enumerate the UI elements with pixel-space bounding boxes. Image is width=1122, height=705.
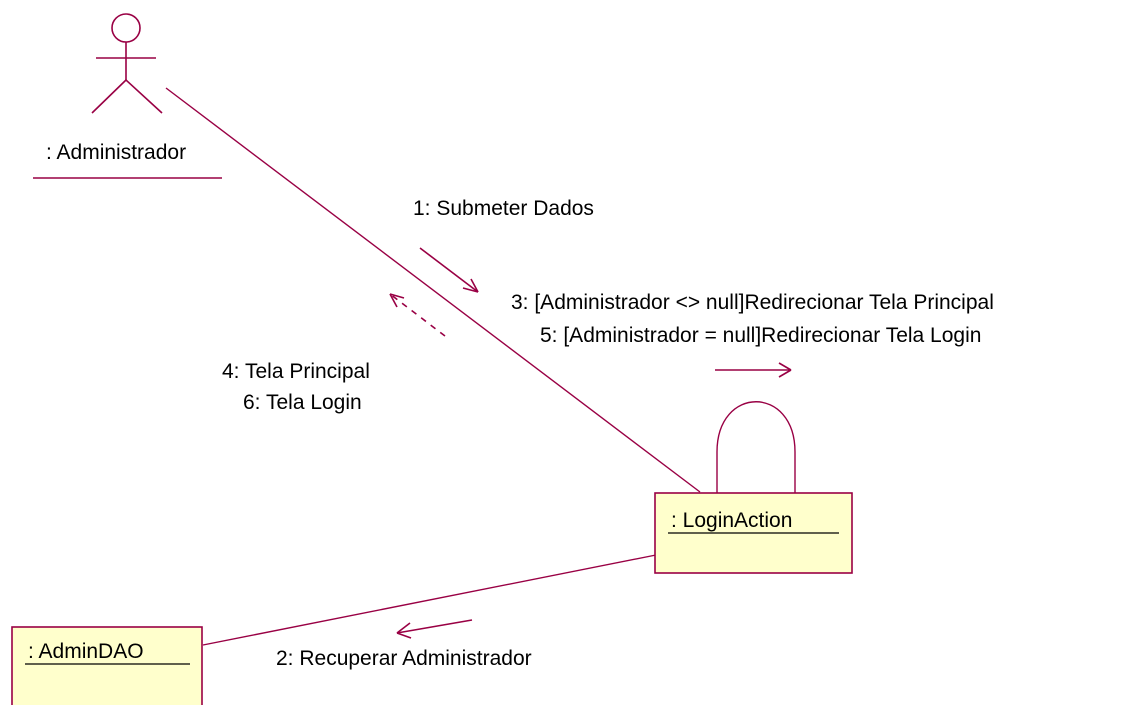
return-arrow-4-6 xyxy=(389,293,446,337)
actor-name: : Administrador xyxy=(46,141,186,164)
object-loginaction-name: : LoginAction xyxy=(671,509,792,532)
message-label-5: 5: [Administrador = null]Redirecionar Te… xyxy=(540,324,981,347)
message-label-4: 4: Tela Principal xyxy=(222,360,370,383)
message-label-6: 6: Tela Login xyxy=(243,391,362,414)
object-admindao-box xyxy=(11,626,203,705)
actor-administrador[interactable] xyxy=(91,13,163,114)
self-link-loginaction xyxy=(716,401,796,494)
message-label-1: 1: Submeter Dados xyxy=(413,197,594,220)
actor-right-leg xyxy=(125,79,163,114)
message-label-2: 2: Recuperar Administrador xyxy=(276,647,532,670)
link-actor-loginaction xyxy=(165,87,701,493)
link-loginaction-admindao xyxy=(202,554,657,646)
actor-head xyxy=(111,13,141,43)
actor-left-leg xyxy=(91,79,127,114)
message-arrow-3-5 xyxy=(715,362,792,378)
object-admindao[interactable]: : AdminDAO xyxy=(11,626,203,705)
message-label-3: 3: [Administrador <> null]Redirecionar T… xyxy=(511,291,994,314)
message-arrow-2 xyxy=(396,619,473,639)
object-admindao-name: : AdminDAO xyxy=(28,640,144,663)
message-arrow-1 xyxy=(419,247,479,293)
object-loginaction[interactable]: : LoginAction xyxy=(654,492,853,574)
